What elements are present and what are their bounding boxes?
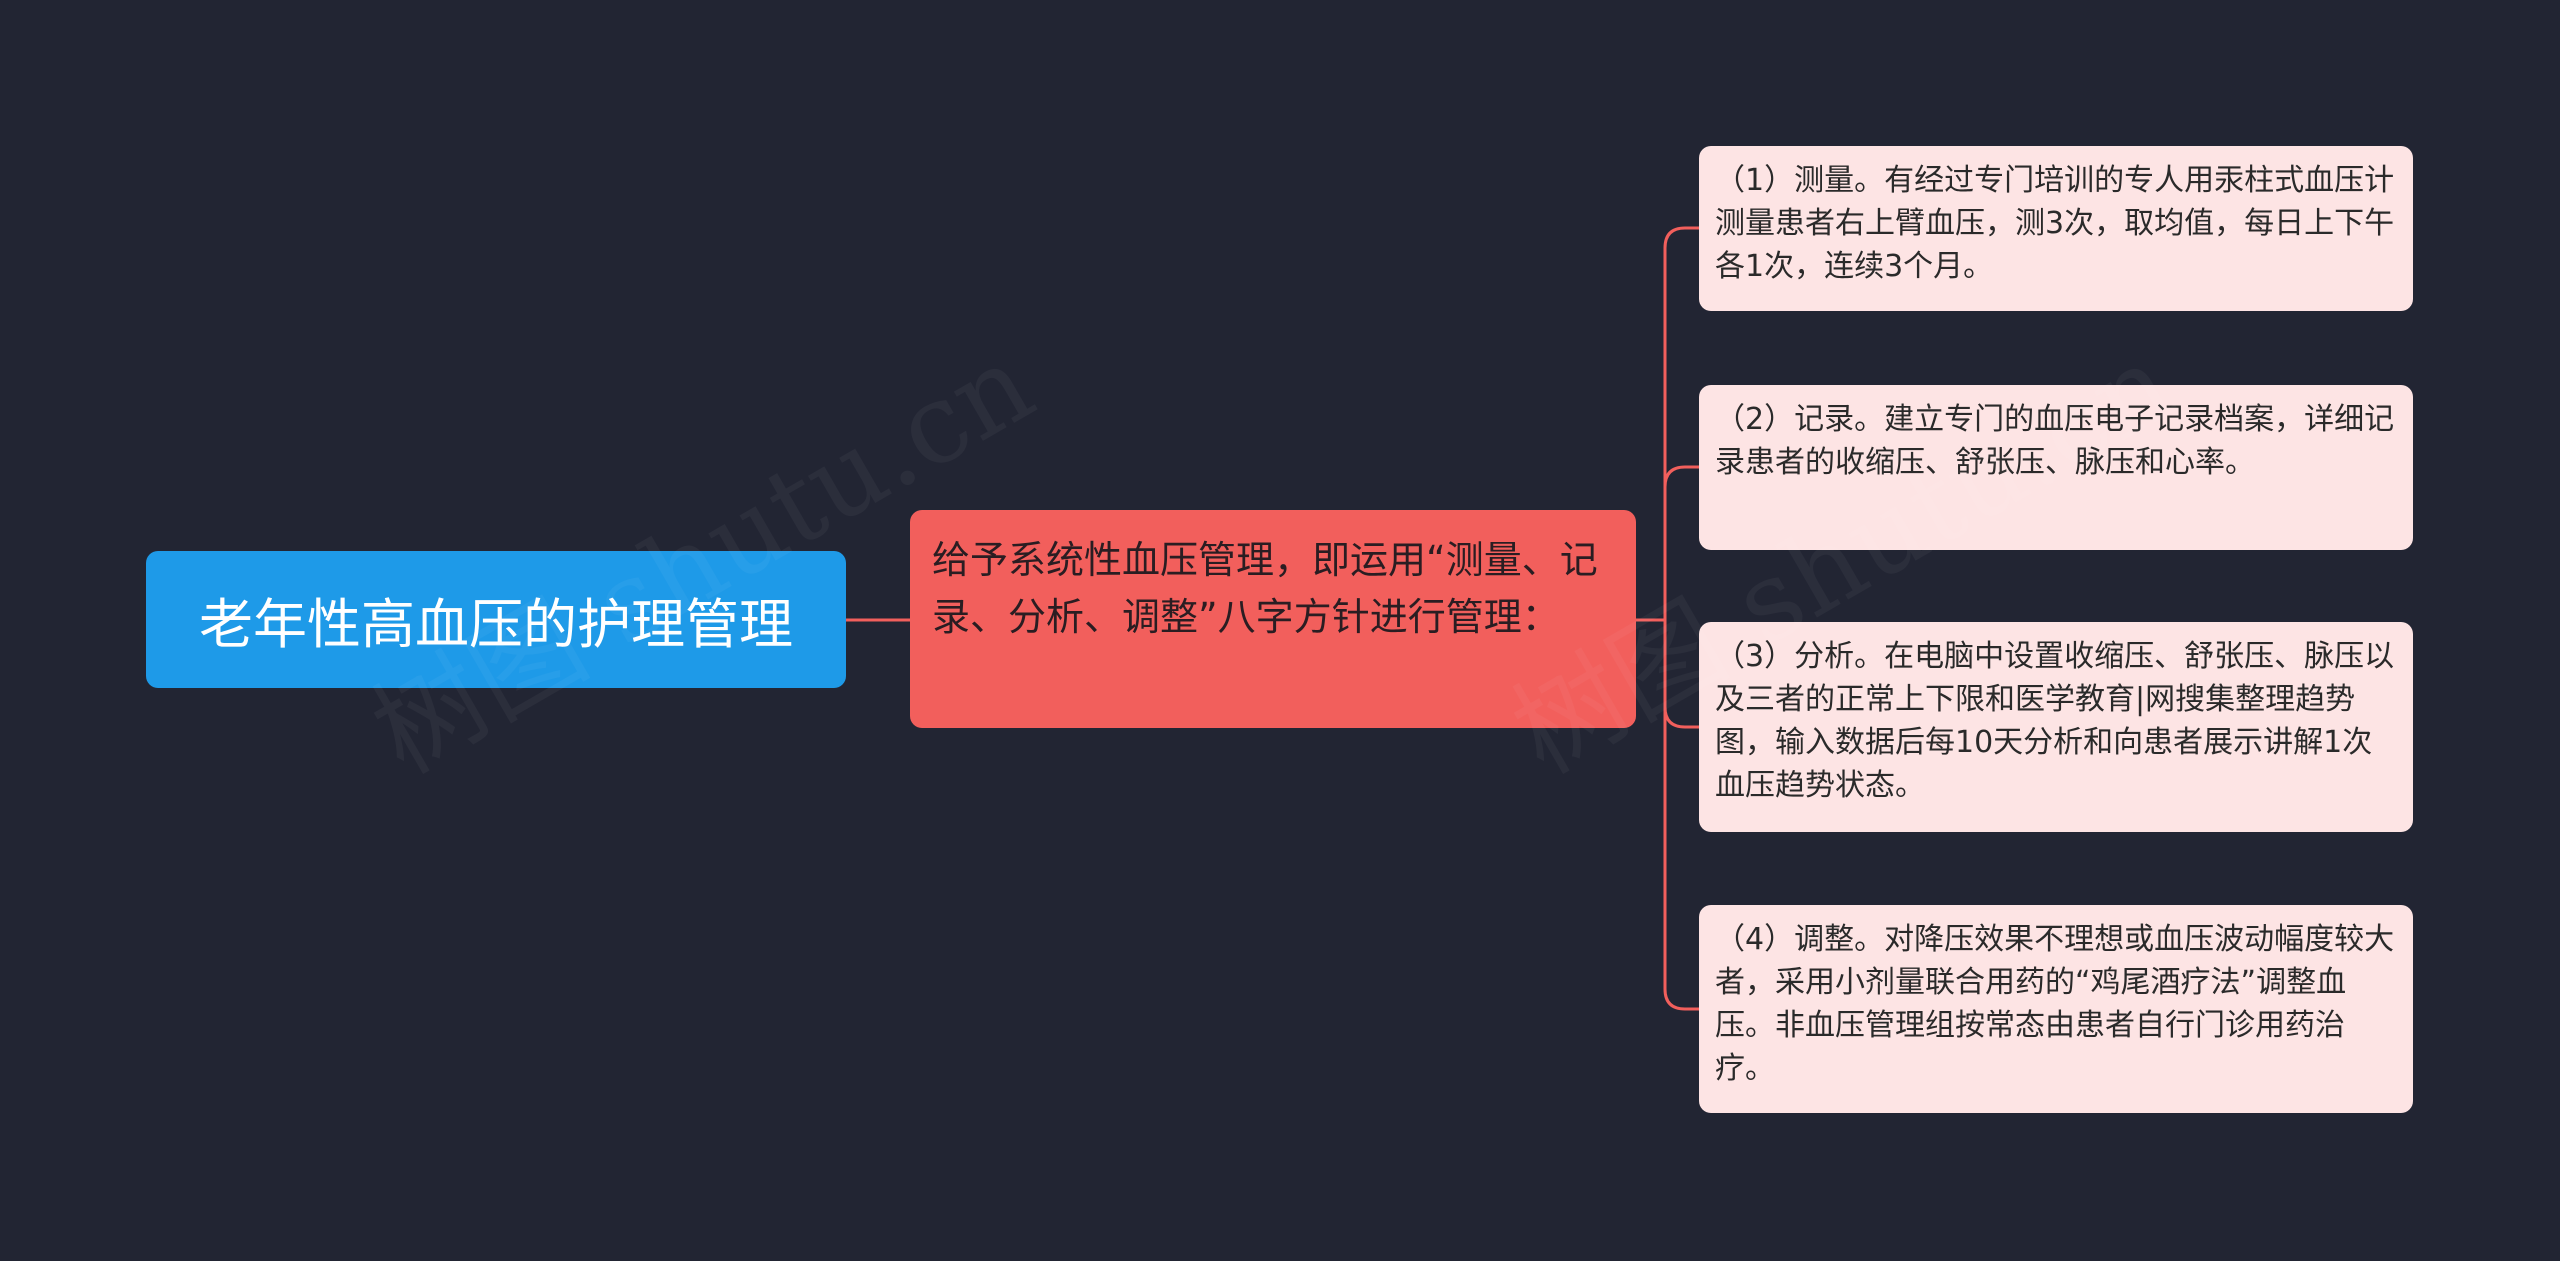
connector-branch-4 (1663, 620, 1699, 1011)
subtopic-label-measure: （1）测量。有经过专门培训的专人用汞柱式血压计测量患者右上臂血压，测3次，取均值… (1715, 163, 2395, 284)
subtopic-node-measure[interactable]: （1）测量。有经过专门培训的专人用汞柱式血压计测量患者右上臂血压，测3次，取均值… (1699, 146, 2413, 311)
center-topic-node[interactable]: 给予系统性血压管理，即运用“测量、记录、分析、调整”八字方针进行管理： (910, 510, 1636, 728)
subtopic-node-adjust[interactable]: （4）调整。对降压效果不理想或血压波动幅度较大者，采用小剂量联合用药的“鸡尾酒疗… (1699, 905, 2413, 1113)
root-topic-label: 老年性高血压的护理管理 (199, 593, 793, 656)
connector-branch-2 (1663, 465, 1699, 620)
subtopic-label-adjust: （4）调整。对降压效果不理想或血压波动幅度较大者，采用小剂量联合用药的“鸡尾酒疗… (1715, 922, 2395, 1086)
connector-branch-1 (1663, 226, 1699, 620)
center-topic-label: 给予系统性血压管理，即运用“测量、记录、分析、调整”八字方针进行管理： (932, 538, 1598, 639)
subtopic-label-record: （2）记录。建立专门的血压电子记录档案，详细记录患者的收缩压、舒张压、脉压和心率… (1715, 402, 2395, 480)
subtopic-label-analyze: （3）分析。在电脑中设置收缩压、舒张压、脉压以及三者的正常上下限和医学教育|网搜… (1715, 639, 2395, 803)
root-topic-node[interactable]: 老年性高血压的护理管理 (146, 551, 846, 688)
subtopic-node-record[interactable]: （2）记录。建立专门的血压电子记录档案，详细记录患者的收缩压、舒张压、脉压和心率… (1699, 385, 2413, 550)
connector-branch-3 (1663, 620, 1699, 729)
subtopic-node-analyze[interactable]: （3）分析。在电脑中设置收缩压、舒张压、脉压以及三者的正常上下限和医学教育|网搜… (1699, 622, 2413, 832)
